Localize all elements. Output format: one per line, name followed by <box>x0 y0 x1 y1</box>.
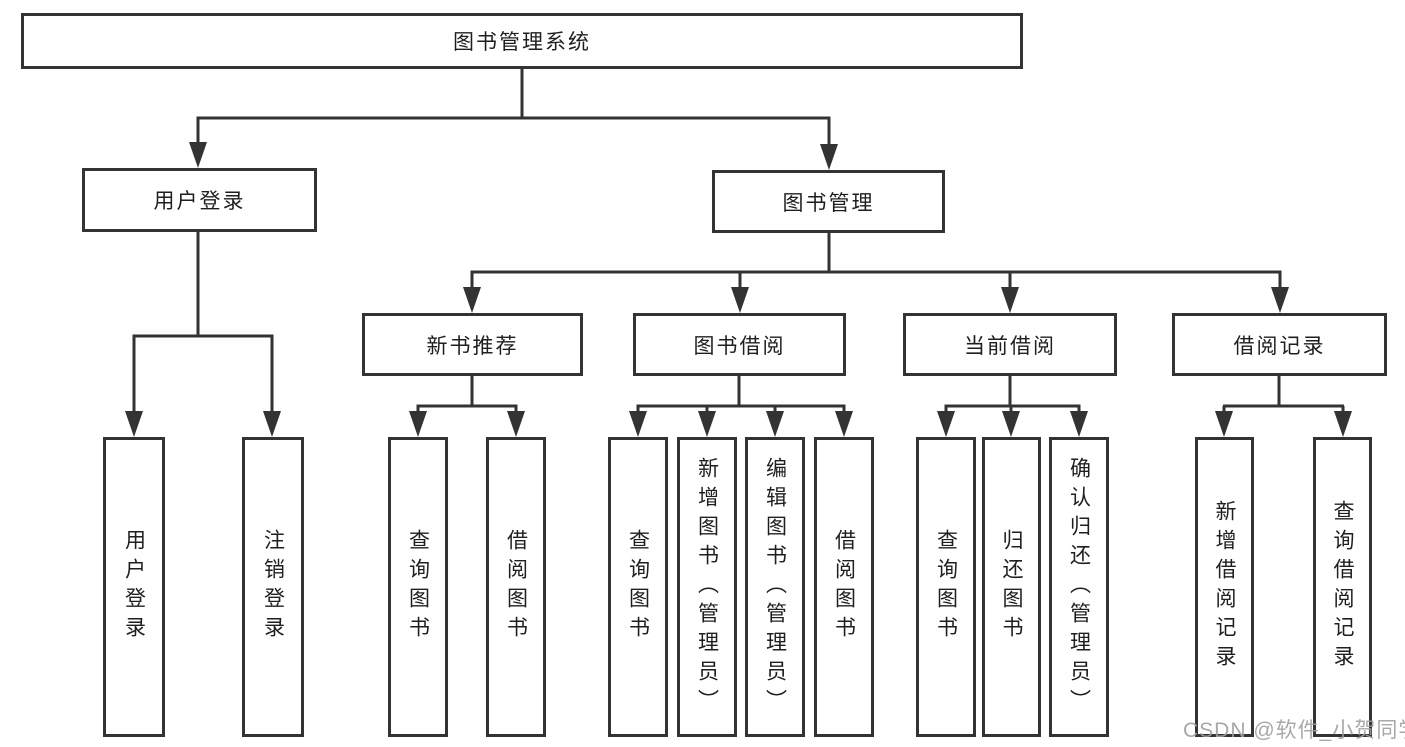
leaf-recommend-query-books: 查询图书 <box>388 437 448 737</box>
leaf-borrow-edit-books-admin-label: 编辑图书（管理员） <box>763 456 787 718</box>
leaf-user-login: 用户登录 <box>103 437 165 737</box>
node-current-borrow: 当前借阅 <box>903 313 1117 376</box>
leaf-borrow-query-books-label: 查询图书 <box>626 529 650 645</box>
leaf-current-return-books: 归还图书 <box>982 437 1041 737</box>
leaf-records-query-record: 查询借阅记录 <box>1313 437 1372 737</box>
leaf-recommend-borrow-books-label: 借阅图书 <box>504 529 528 645</box>
leaf-records-add-record-label: 新增借阅记录 <box>1213 500 1236 674</box>
node-new-book-recommend: 新书推荐 <box>362 313 583 376</box>
leaf-recommend-borrow-books: 借阅图书 <box>486 437 546 737</box>
leaf-current-confirm-return-admin-label: 确认归还（管理员） <box>1067 456 1091 718</box>
node-book-borrow: 图书借阅 <box>633 313 846 376</box>
leaf-current-return-books-label: 归还图书 <box>1000 529 1023 645</box>
node-book-borrow-label: 图书借阅 <box>693 334 786 358</box>
leaf-current-query-books: 查询图书 <box>916 437 976 737</box>
leaf-logout-label: 注销登录 <box>261 529 285 645</box>
node-book-management: 图书管理 <box>712 170 945 233</box>
leaf-borrow-add-books-admin-label: 新增图书（管理员） <box>695 456 719 718</box>
node-library-system-label: 图书管理系统 <box>453 31 591 54</box>
leaf-recommend-query-books-label: 查询图书 <box>406 529 430 645</box>
leaf-records-add-record: 新增借阅记录 <box>1195 437 1254 737</box>
leaf-borrow-add-books-admin: 新增图书（管理员） <box>677 437 737 737</box>
leaf-borrow-query-books: 查询图书 <box>608 437 668 737</box>
node-new-book-recommend-label: 新书推荐 <box>426 334 519 358</box>
leaf-current-confirm-return-admin: 确认归还（管理员） <box>1049 437 1109 737</box>
leaf-logout: 注销登录 <box>242 437 304 737</box>
leaf-user-login-label: 用户登录 <box>122 529 146 645</box>
leaf-records-query-record-label: 查询借阅记录 <box>1331 500 1354 674</box>
node-borrow-records: 借阅记录 <box>1172 313 1387 376</box>
csdn-watermark: CSDN @软件_小贺同学 <box>1183 719 1405 742</box>
leaf-borrow-borrow-books: 借阅图书 <box>814 437 874 737</box>
node-borrow-records-label: 借阅记录 <box>1233 334 1326 358</box>
node-book-management-label: 图书管理 <box>782 191 875 215</box>
leaf-borrow-edit-books-admin: 编辑图书（管理员） <box>745 437 805 737</box>
node-user-login-label: 用户登录 <box>153 190 246 213</box>
node-library-system: 图书管理系统 <box>21 13 1023 69</box>
node-user-login: 用户登录 <box>82 168 317 232</box>
leaf-current-query-books-label: 查询图书 <box>934 529 958 645</box>
leaf-borrow-borrow-books-label: 借阅图书 <box>832 529 856 645</box>
arrowheads <box>125 142 1352 437</box>
node-current-borrow-label: 当前借阅 <box>964 334 1056 358</box>
